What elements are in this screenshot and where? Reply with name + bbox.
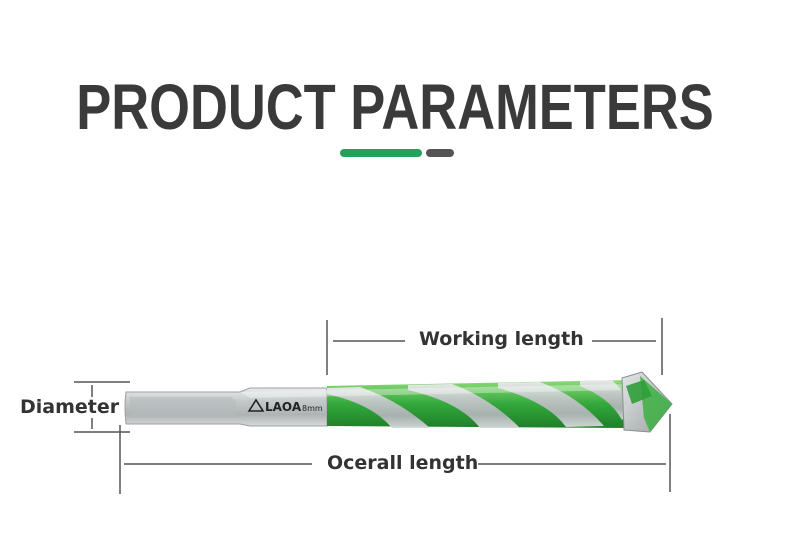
brand-mark: LAOA 8mm	[247, 398, 323, 414]
title-underline-gray	[426, 149, 454, 157]
diameter-dimension	[74, 381, 130, 433]
body-highlight	[240, 384, 626, 398]
drill-bit	[124, 371, 673, 433]
diameter-label: Diameter	[20, 396, 120, 418]
overall-length-label: Ocerall length	[327, 452, 479, 474]
shank-flat	[130, 397, 236, 418]
bit-size: 8mm	[302, 404, 323, 413]
title-underline-green	[340, 149, 422, 157]
page-title: PRODUCT PARAMETERS	[76, 71, 714, 143]
brand-triangle-icon	[247, 398, 265, 412]
working-length-label: Working length	[419, 328, 584, 350]
brand-name: LAOA	[265, 400, 302, 414]
overall-length-dimension	[119, 414, 671, 494]
flute-spirals	[327, 380, 632, 428]
tip-green-face	[626, 380, 652, 404]
working-length-dimension	[326, 318, 663, 375]
